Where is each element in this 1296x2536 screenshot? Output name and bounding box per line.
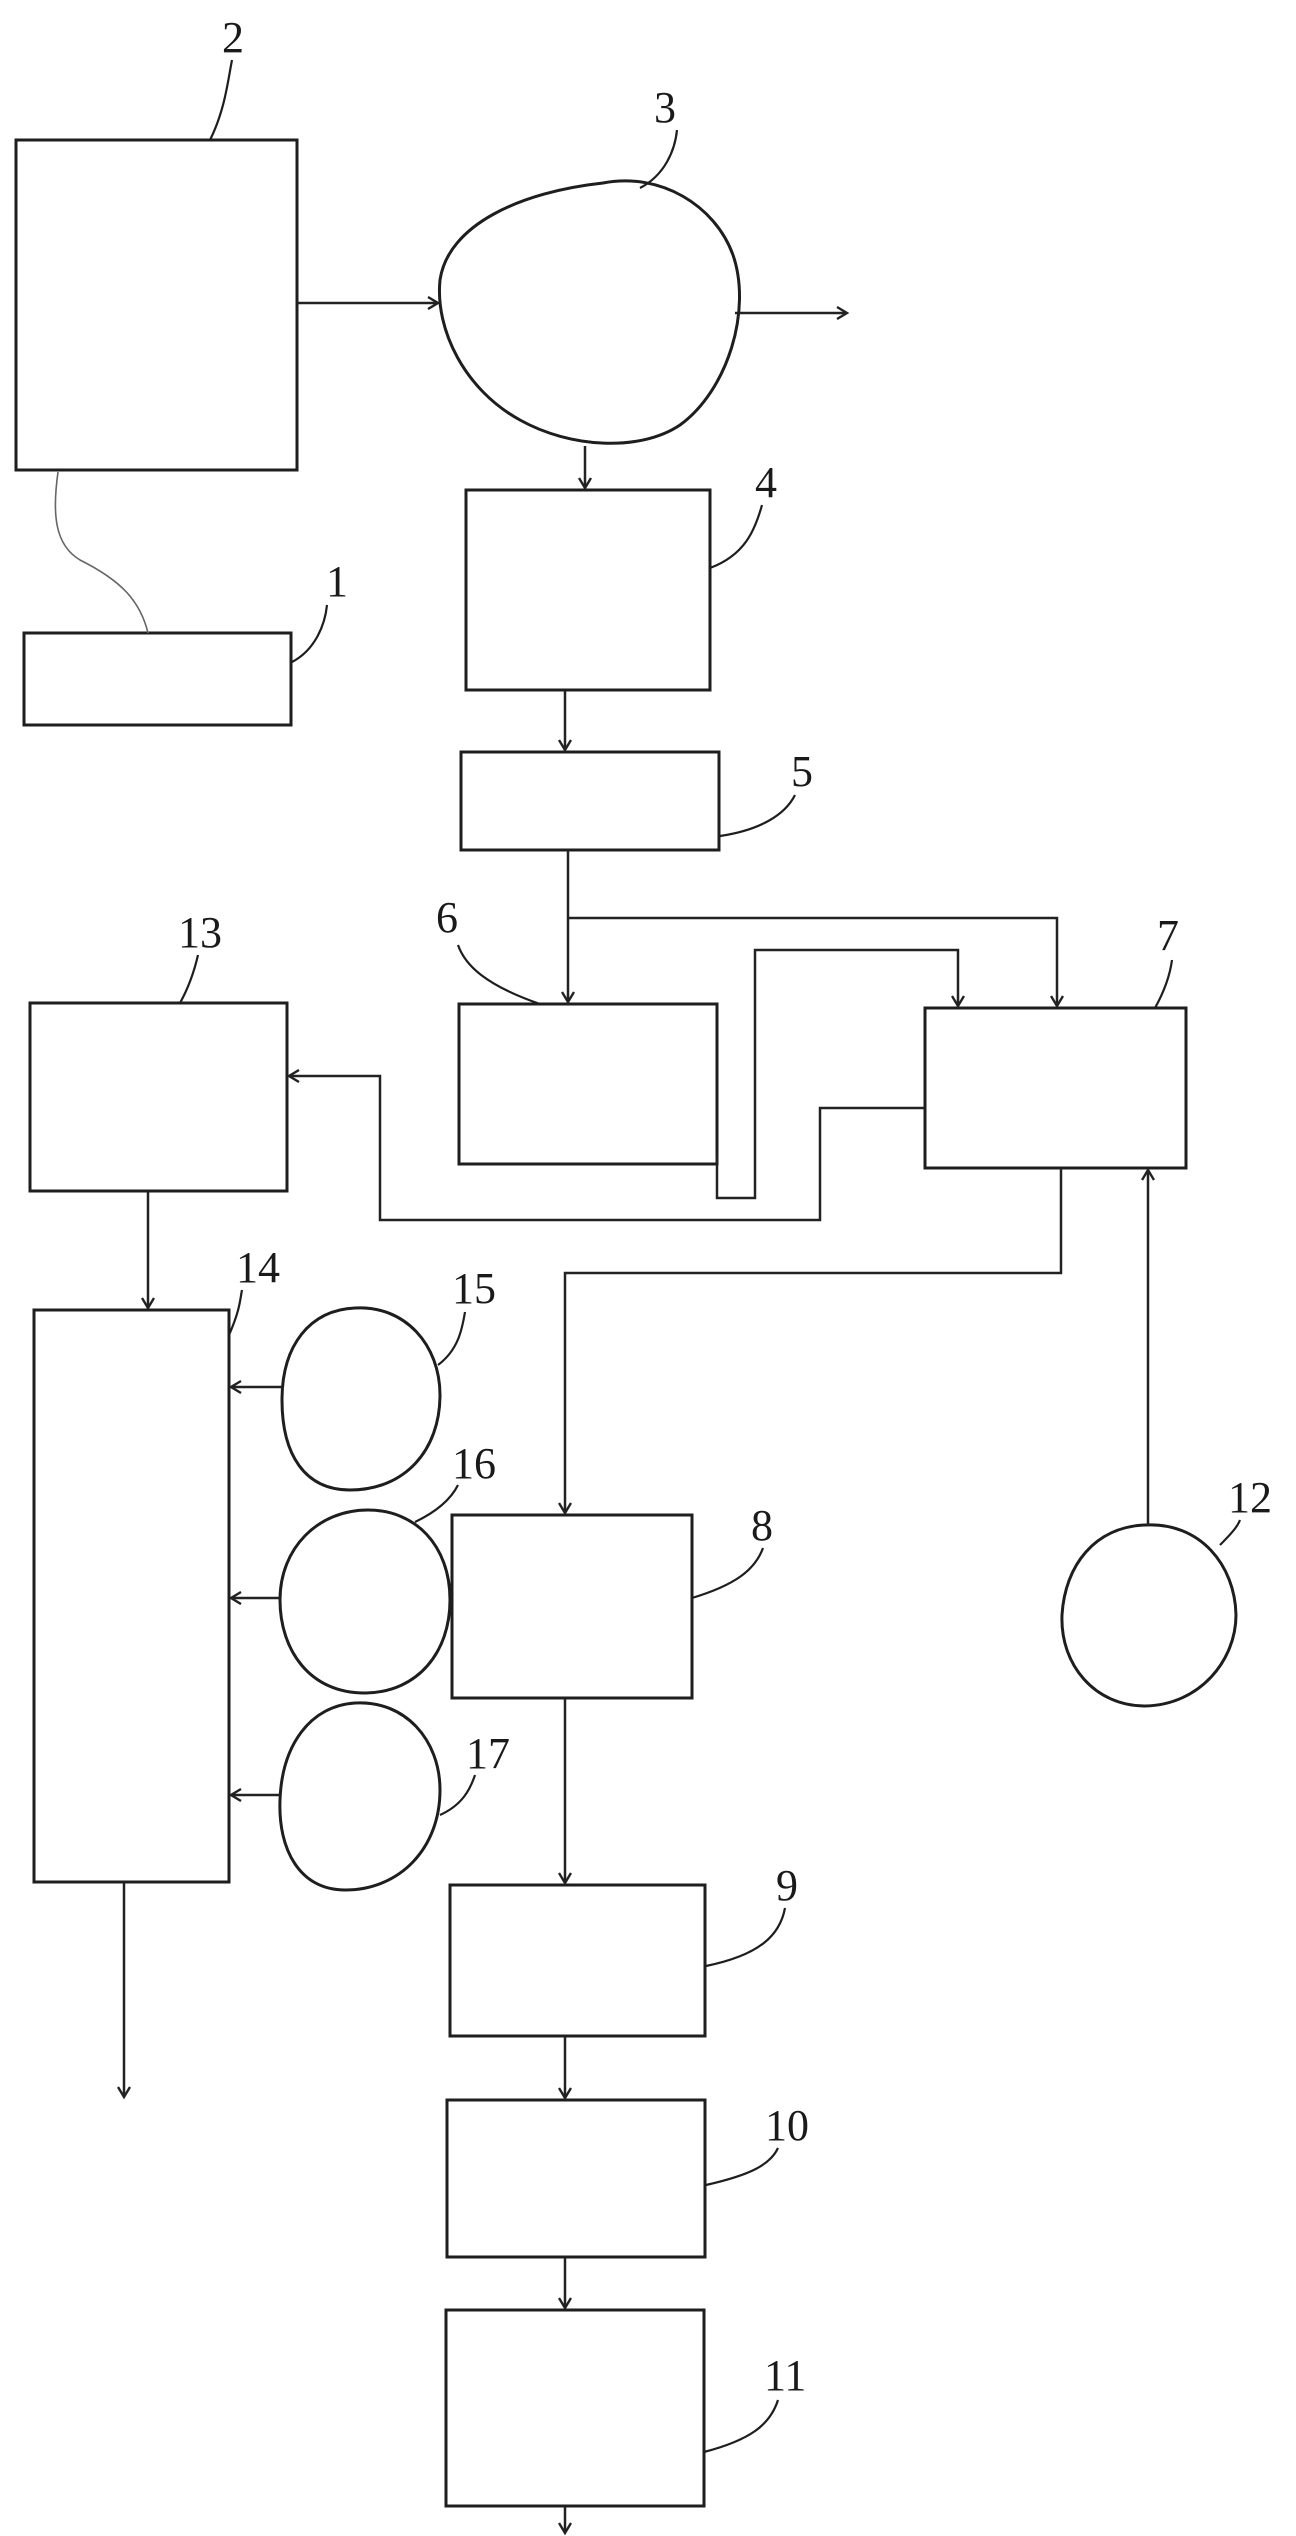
leader-4 (709, 504, 764, 570)
label-12: 12 (1228, 1473, 1272, 1522)
node-12 (1060, 1523, 1238, 1708)
leader-14 (227, 1289, 244, 1336)
leader-10 (705, 2147, 779, 2187)
label-13: 13 (178, 908, 222, 957)
block-2 (14, 138, 299, 472)
leader-11 (703, 2399, 780, 2454)
link-5-to-7 (568, 916, 1057, 1006)
label-2: 2 (222, 13, 244, 62)
label-15: 15 (452, 1264, 496, 1313)
label-7: 7 (1157, 911, 1179, 960)
block-14 (32, 1308, 231, 1884)
leader-6 (456, 944, 541, 1006)
leader-9 (705, 1907, 787, 1968)
block-1 (22, 631, 293, 727)
label-11: 11 (764, 2351, 806, 2400)
leader-17 (439, 1774, 477, 1817)
label-8: 8 (751, 1501, 773, 1550)
block-11 (444, 2308, 706, 2508)
block-10 (445, 2098, 707, 2259)
block-7 (923, 1006, 1188, 1170)
node-17 (278, 1701, 442, 1892)
leader-12 (1219, 1519, 1242, 1546)
label-10: 10 (765, 2101, 809, 2150)
leader-15 (437, 1311, 467, 1366)
label-6: 6 (436, 893, 458, 942)
leader-5 (719, 794, 796, 838)
node-15 (280, 1306, 442, 1492)
block-4 (464, 488, 712, 692)
block-9 (448, 1883, 707, 2038)
label-14: 14 (236, 1243, 280, 1292)
block-8 (450, 1513, 694, 1700)
label-1: 1 (326, 557, 348, 606)
label-17: 17 (466, 1729, 510, 1778)
leader-16 (414, 1484, 459, 1523)
link-6-to-7 (715, 948, 958, 1200)
link-1-to-2 (54, 471, 149, 634)
label-9: 9 (776, 1861, 798, 1910)
leader-3 (639, 129, 679, 189)
block-13 (28, 1001, 289, 1193)
node-16 (278, 1508, 452, 1695)
label-5: 5 (791, 747, 813, 796)
leader-7 (1154, 959, 1174, 1009)
leader-13 (179, 954, 200, 1004)
label-4: 4 (755, 458, 777, 507)
label-16: 16 (452, 1439, 496, 1488)
leader-8 (691, 1547, 765, 1600)
leader-1 (291, 604, 329, 663)
block-5 (459, 750, 721, 852)
block-6 (457, 1002, 719, 1166)
leader-2 (209, 59, 234, 141)
link-7-to-13 (289, 1076, 925, 1222)
label-3: 3 (654, 83, 676, 132)
link-7-to-8 (565, 1168, 1063, 1513)
node-3 (437, 179, 741, 445)
